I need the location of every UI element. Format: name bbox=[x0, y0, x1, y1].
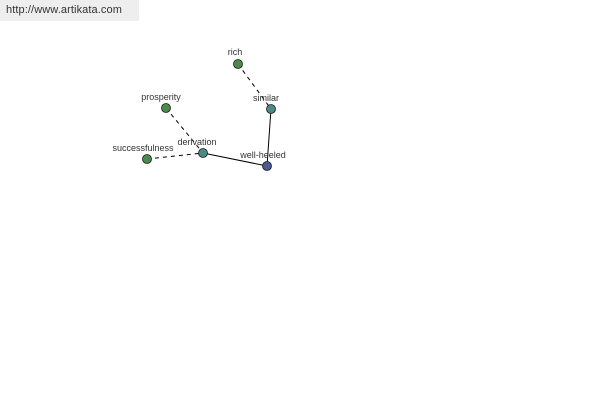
node-successfulness[interactable] bbox=[142, 154, 152, 164]
edge-derivation-well-heeled bbox=[202, 152, 268, 167]
nodes-layer bbox=[142, 59, 276, 171]
node-derivation[interactable] bbox=[198, 148, 208, 158]
node-well-heeled[interactable] bbox=[262, 161, 272, 171]
edge-prosperity-derivation bbox=[165, 107, 204, 154]
node-label-similar[interactable]: similar bbox=[253, 93, 279, 103]
edge-rich-similar bbox=[237, 63, 272, 110]
node-label-well-heeled[interactable]: well-heeled bbox=[239, 150, 286, 160]
labels-layer: rich similar prosperity derivationsuccessfu… bbox=[112, 47, 285, 160]
node-similar[interactable] bbox=[266, 104, 276, 114]
site-url-link[interactable]: http://www.artikata.com bbox=[6, 4, 123, 16]
node-label-prosperity[interactable]: prosperity bbox=[141, 92, 181, 102]
edge-successfulness-derivation bbox=[146, 152, 204, 160]
node-prosperity[interactable] bbox=[161, 103, 171, 113]
url-banner[interactable]: http://www.artikata.com bbox=[0, 0, 139, 21]
node-label-successfulness[interactable]: successfulness bbox=[112, 143, 174, 153]
node-label-rich[interactable]: rich bbox=[228, 47, 243, 57]
edge-similar-well-heeled bbox=[266, 108, 272, 167]
node-label-derivation[interactable]: derivation bbox=[177, 137, 216, 147]
node-rich[interactable] bbox=[233, 59, 243, 69]
edges-layer bbox=[146, 63, 272, 167]
